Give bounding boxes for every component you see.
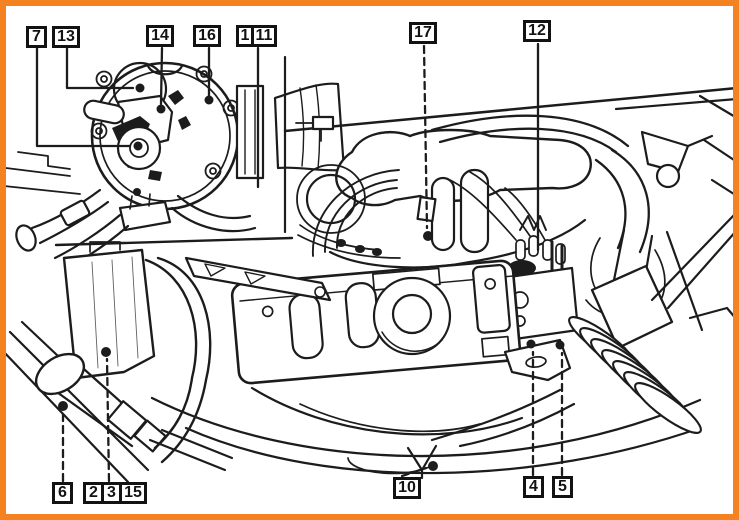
callout-13: 13 (52, 26, 80, 48)
leader-13 (65, 46, 135, 90)
dot-16 (204, 95, 214, 105)
dot-10 (428, 461, 438, 471)
leader-14 (159, 46, 164, 106)
callout-2-3-15: 2 3 15 (83, 482, 147, 504)
callout-label: 13 (52, 26, 80, 48)
dot-6 (58, 401, 68, 411)
callout-label: 10 (393, 477, 421, 499)
dot-13 (135, 83, 145, 93)
callout-10: 10 (393, 477, 421, 499)
leader-10 (400, 466, 428, 478)
dot-4 (526, 339, 536, 349)
carburetor-inset-drawing (3, 61, 346, 264)
leader-7 (35, 45, 132, 148)
callout-label: 5 (552, 476, 573, 498)
dot-2-3-15 (101, 347, 111, 357)
callout-12: 12 (523, 20, 551, 42)
callout-17: 17 (409, 22, 437, 44)
callout-7: 7 (26, 26, 47, 48)
dot-5 (555, 340, 565, 350)
callout-label: 4 (523, 476, 544, 498)
callout-label: 12 (523, 20, 551, 42)
callout-14: 14 (146, 25, 174, 47)
dot-17 (423, 231, 433, 241)
callout-16: 16 (193, 25, 221, 47)
leader-lines (35, 42, 565, 483)
callout-label: 6 (52, 482, 73, 504)
callout-label: 17 (409, 22, 437, 44)
dot-7 (133, 141, 143, 151)
callout-4: 4 (523, 476, 544, 498)
callout-label: 7 (26, 26, 47, 48)
engine-bay-drawing (0, 55, 739, 484)
callout-label: 14 (146, 25, 174, 47)
callout-label: 11 (251, 25, 277, 47)
callout-label: 16 (193, 25, 221, 47)
leader-2-3-15 (105, 357, 111, 483)
callout-6: 6 (52, 482, 73, 504)
leader-17 (422, 44, 429, 230)
callout-label: 15 (119, 482, 147, 504)
callout-5: 5 (552, 476, 573, 498)
dot-14 (156, 104, 166, 114)
callout-1-11: 1 11 (236, 25, 277, 47)
